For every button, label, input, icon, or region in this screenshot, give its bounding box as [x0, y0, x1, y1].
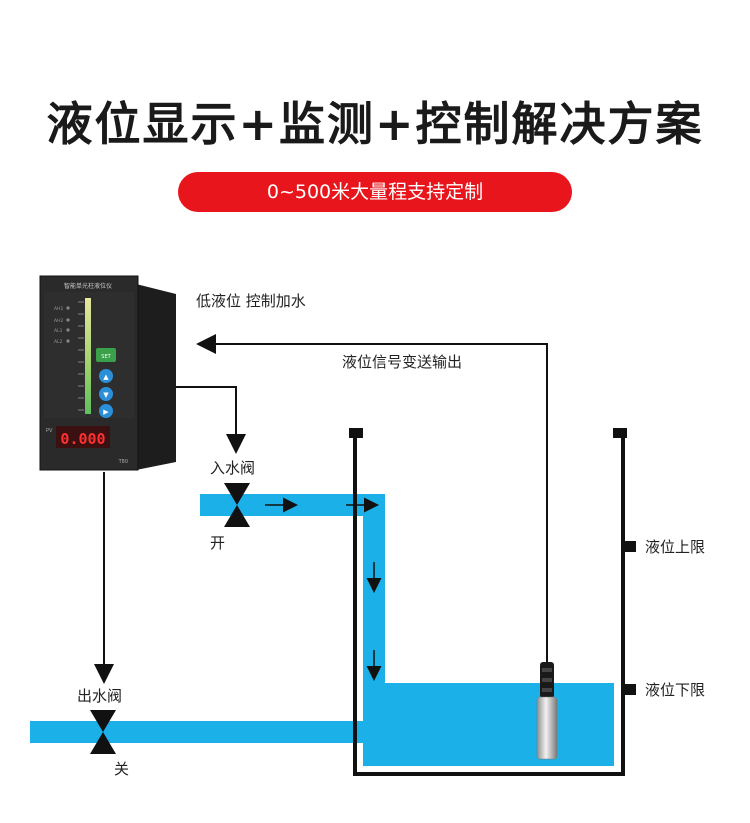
indicator-label-al1: AL1 — [54, 328, 63, 334]
set-button-label: SET — [101, 354, 111, 360]
lower-limit-label: 液位下限 — [645, 681, 706, 699]
signal-line — [196, 334, 548, 665]
low-level-control-label: 低液位 控制加水 — [196, 292, 306, 310]
right-button — [99, 404, 113, 418]
bar-graph — [85, 298, 91, 414]
indicator-label-al2: AL2 — [54, 339, 63, 345]
pv-label: PV — [46, 428, 53, 434]
inlet-valve-label: 入水阀 — [210, 459, 256, 477]
inlet-state-label: 开 — [210, 534, 226, 552]
outlet-valve-icon — [90, 710, 116, 754]
outlet-water-pipe — [30, 721, 365, 743]
up-button — [99, 369, 113, 383]
level-sensor — [536, 662, 558, 760]
upper-limit-label: 液位上限 — [645, 538, 706, 556]
water-tank — [349, 428, 627, 776]
indicator-label-ah2: AH2 — [54, 318, 63, 324]
up-icon: ▲ — [103, 373, 109, 381]
flow-arrows — [265, 497, 382, 681]
level-controller-device — [39, 275, 176, 471]
set-button — [96, 348, 116, 362]
led-display-value: 0.000 — [60, 430, 105, 448]
control-line-inlet — [176, 386, 246, 454]
inlet-valve-icon — [224, 483, 250, 527]
down-icon: ▼ — [103, 391, 109, 399]
tank-water — [363, 683, 614, 766]
page-title: 液位显示+监测+控制解决方案 — [46, 97, 704, 151]
indicator-label-ah1: AH1 — [54, 306, 63, 312]
device-header: 智能单光柱液位仪 — [64, 282, 112, 290]
down-button — [99, 387, 113, 401]
upper-limit-marker — [625, 541, 636, 552]
outlet-valve-label: 出水阀 — [77, 687, 123, 705]
lower-limit-marker — [625, 684, 636, 695]
signal-output-label: 液位信号变送输出 — [342, 353, 463, 371]
right-icon: ▶ — [103, 408, 109, 416]
device-model: T80 — [118, 459, 128, 465]
subtitle-badge: 0~500米大量程支持定制 — [178, 172, 572, 212]
outlet-state-label: 关 — [114, 760, 130, 778]
